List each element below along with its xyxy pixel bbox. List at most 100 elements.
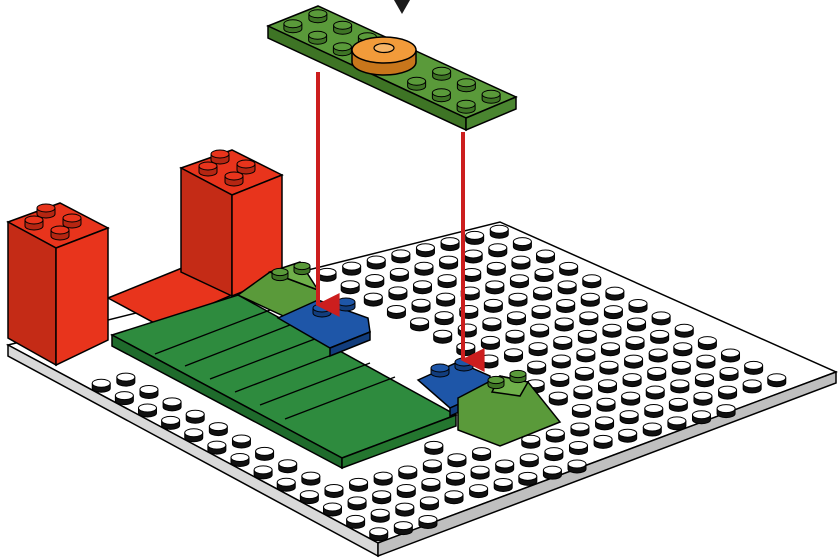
stud (578, 330, 596, 343)
stud (387, 305, 405, 318)
stud (620, 411, 638, 424)
stud (535, 269, 553, 282)
stud (505, 349, 523, 362)
stud (510, 275, 528, 288)
stud (370, 528, 388, 541)
stud (446, 472, 464, 485)
stud (675, 324, 693, 337)
stud (549, 392, 567, 405)
stud (51, 226, 69, 240)
stud (507, 312, 525, 325)
stud (284, 20, 302, 33)
stud (546, 429, 564, 442)
stud (471, 466, 489, 479)
stud (697, 355, 715, 368)
stud (672, 361, 690, 374)
stud (487, 262, 505, 275)
stud (520, 454, 538, 467)
stud (555, 318, 573, 331)
stud (506, 330, 524, 343)
stud (473, 448, 491, 461)
stud (519, 472, 537, 485)
stud (433, 67, 451, 80)
stud (374, 472, 392, 485)
stud (648, 367, 666, 380)
green-1x8-plate-with-orange-round-tile (268, 6, 516, 130)
stud (237, 160, 255, 174)
stud (484, 299, 502, 312)
stud (719, 386, 737, 399)
stud (313, 304, 331, 317)
stud (480, 355, 498, 368)
stud (231, 453, 249, 466)
stud (513, 238, 531, 251)
stud (552, 355, 570, 368)
stud (457, 79, 475, 92)
stud (448, 454, 466, 467)
stud (596, 417, 614, 430)
stud (557, 299, 575, 312)
stud (373, 491, 391, 504)
stud (571, 423, 589, 436)
stud (531, 324, 549, 337)
stud (568, 460, 586, 473)
stud (420, 497, 438, 510)
stud (185, 429, 203, 442)
stud (720, 368, 738, 381)
stud (522, 435, 540, 448)
stud (580, 312, 598, 325)
stud (199, 162, 217, 176)
stud (277, 478, 295, 491)
stud (717, 405, 735, 418)
stud (488, 376, 504, 388)
stud (463, 268, 481, 281)
stud (279, 460, 297, 473)
stud (528, 361, 546, 374)
stud (554, 336, 572, 349)
stud (334, 21, 352, 34)
stud (743, 380, 761, 393)
stud (325, 484, 343, 497)
stud (599, 380, 617, 393)
stud (394, 522, 412, 535)
stud (458, 324, 476, 337)
stud (371, 509, 389, 522)
stud (512, 256, 530, 269)
stud (225, 172, 243, 186)
stud (551, 374, 569, 387)
stud (490, 225, 508, 238)
stud (232, 435, 250, 448)
stud (366, 275, 384, 288)
stud (209, 423, 227, 436)
stud (745, 361, 763, 374)
stud (457, 343, 475, 356)
stud (509, 293, 527, 306)
stud (392, 250, 410, 263)
stud (318, 268, 336, 281)
stud (604, 306, 622, 319)
stud (396, 503, 414, 516)
stud (211, 150, 229, 164)
stud (364, 293, 382, 306)
stud (560, 262, 578, 275)
stud (347, 515, 365, 528)
stud (341, 281, 359, 294)
stud (415, 262, 433, 275)
stud (577, 349, 595, 362)
stud (532, 306, 550, 319)
stud (457, 100, 475, 113)
stud (558, 281, 576, 294)
stud (115, 392, 133, 405)
stud (668, 417, 686, 430)
stud (294, 262, 310, 274)
stud (389, 287, 407, 300)
stud (694, 392, 712, 405)
stud (390, 268, 408, 281)
stud (481, 336, 499, 349)
stud (416, 244, 434, 257)
stud (470, 485, 488, 498)
red-2x2-brick-left (8, 203, 108, 365)
stud (594, 435, 612, 448)
stud (600, 361, 618, 374)
stud (466, 231, 484, 244)
